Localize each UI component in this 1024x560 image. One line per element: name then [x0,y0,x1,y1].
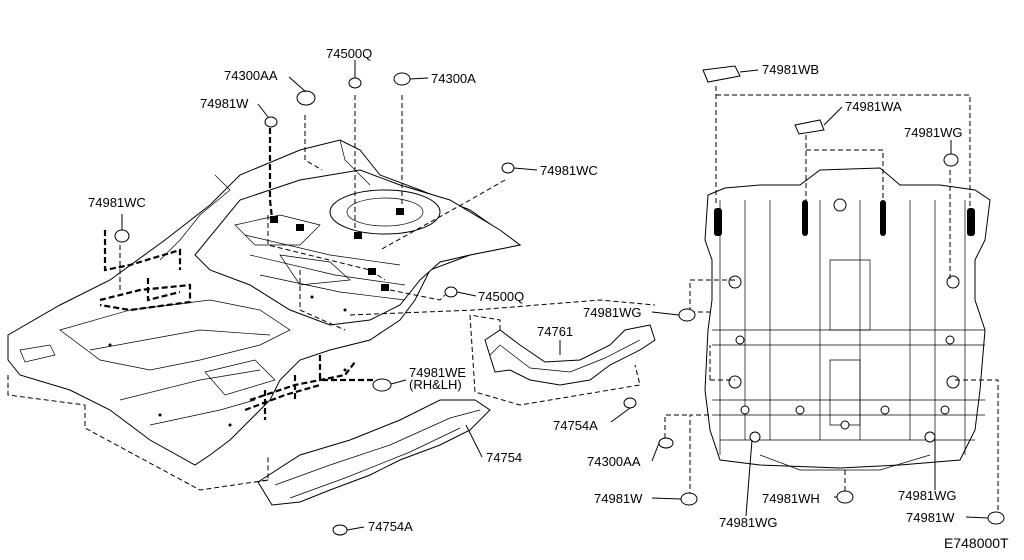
label-74300A-top: 74300A [431,71,476,86]
label-74981WE-note: (RH&LH) [409,377,462,392]
right-reference-lines [664,86,999,512]
heat-insulator-74761 [484,324,656,386]
label-74981WG-bottom: 74981WG [719,515,778,530]
label-74300AA-top: 74300AA [224,68,278,83]
label-74300AA-right: 74300AA [587,454,641,469]
label-74500Q-top: 74500Q [326,46,372,61]
label-74754: 74754 [486,450,522,465]
label-74761: 74761 [537,324,573,339]
label-74981WA: 74981WA [845,99,902,114]
plug-parts-left [114,72,637,536]
heat-insulator-74754 [257,399,491,506]
label-74754A-mid: 74754A [553,418,598,433]
label-74981WG-topright: 74981WG [904,125,963,140]
label-74981WB: 74981WB [762,62,819,77]
callout-labels: 74300AA 74500Q 74300A 74981W 74981WC 749… [88,46,1009,551]
label-74981WG-midleft: 74981WG [583,305,642,320]
label-74981W-bottomright: 74981W [906,510,955,525]
leader-lines [121,60,989,531]
underbody-view-drawing [704,167,991,471]
label-74981WC-left: 74981WC [88,195,146,210]
label-74981WC-right: 74981WC [540,163,598,178]
label-74981WG-bottomright: 74981WG [898,488,957,503]
left-reference-lines [7,95,656,491]
label-74500Q-mid: 74500Q [478,289,524,304]
label-74981W-bottomleft: 74981W [594,491,643,506]
plug-parts-right [658,65,1005,525]
label-74754A-bottom: 74754A [368,519,413,534]
label-74981W-left: 74981W [200,96,249,111]
label-74981WH: 74981WH [762,491,820,506]
label-74981WE: 74981WE [409,365,466,380]
diagram-code: E748000T [944,535,1009,551]
